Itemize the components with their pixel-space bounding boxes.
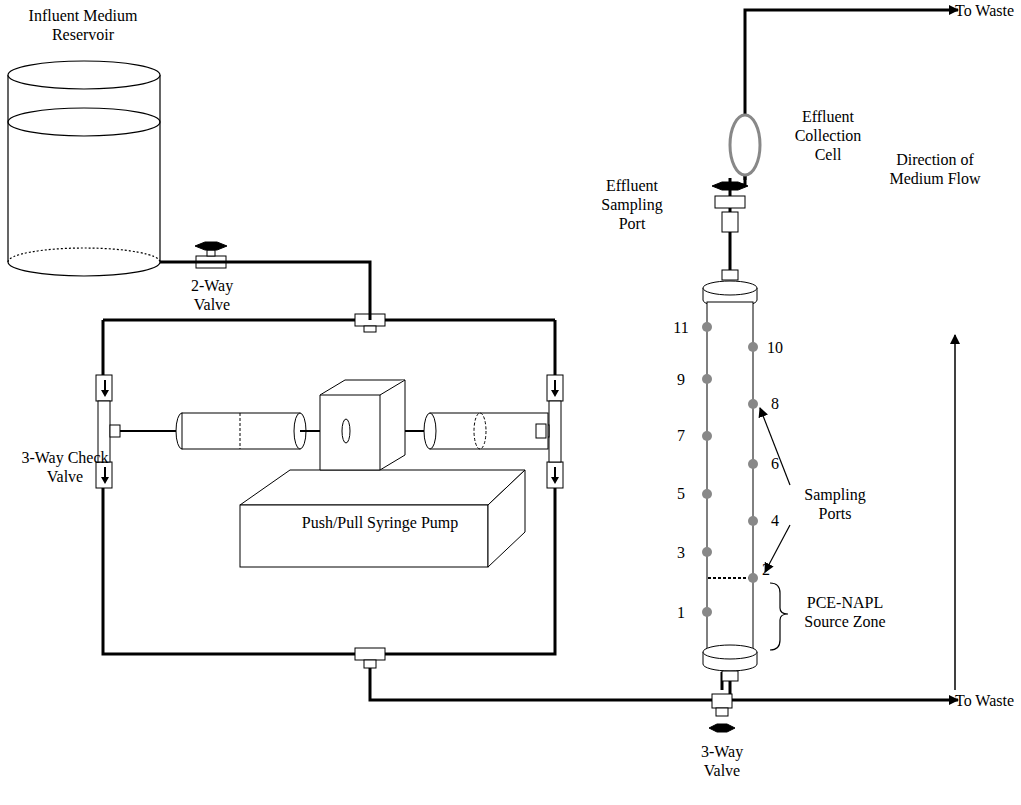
reservoir: Influent Medium Reservoir — [3, 6, 163, 274]
node-label: Push/Pull Syringe Pump — [280, 513, 480, 532]
callout-number: 9 — [668, 370, 694, 389]
callout-number: 7 — [668, 426, 694, 445]
callout-number: 3 — [668, 543, 694, 562]
callout-number: 10 — [762, 338, 788, 357]
callout-number: 11 — [668, 318, 694, 337]
valve-label: 3-Way Check Valve — [20, 448, 110, 486]
zone-label: PCE-NAPL Source Zone — [795, 593, 895, 631]
pump-assembly: Push/Pull Syringe Pump — [103, 320, 555, 654]
node-label: Effluent Collection Cell — [788, 107, 868, 164]
collection-cell: Effluent Collection Cell — [728, 105, 868, 185]
callout-number: 4 — [762, 511, 788, 530]
callout-number: 5 — [668, 484, 694, 503]
valve-label: 3-Way Valve — [692, 742, 752, 780]
port-label: Effluent Sampling Port — [592, 176, 672, 233]
callout-number: 6 — [762, 454, 788, 473]
flow-label: Direction of Medium Flow — [880, 150, 990, 188]
tubing — [160, 262, 370, 320]
outlet-label: To Waste — [955, 1, 1019, 20]
callout-number: 8 — [762, 394, 788, 413]
valve-label: 2-Way Valve — [172, 276, 252, 314]
callout-number: 2 — [753, 560, 779, 579]
node-label: Influent Medium Reservoir — [3, 6, 163, 44]
outlet-label: To Waste — [955, 691, 1019, 710]
callout-number: 1 — [668, 603, 694, 622]
port-label: Sampling Ports — [795, 485, 875, 523]
